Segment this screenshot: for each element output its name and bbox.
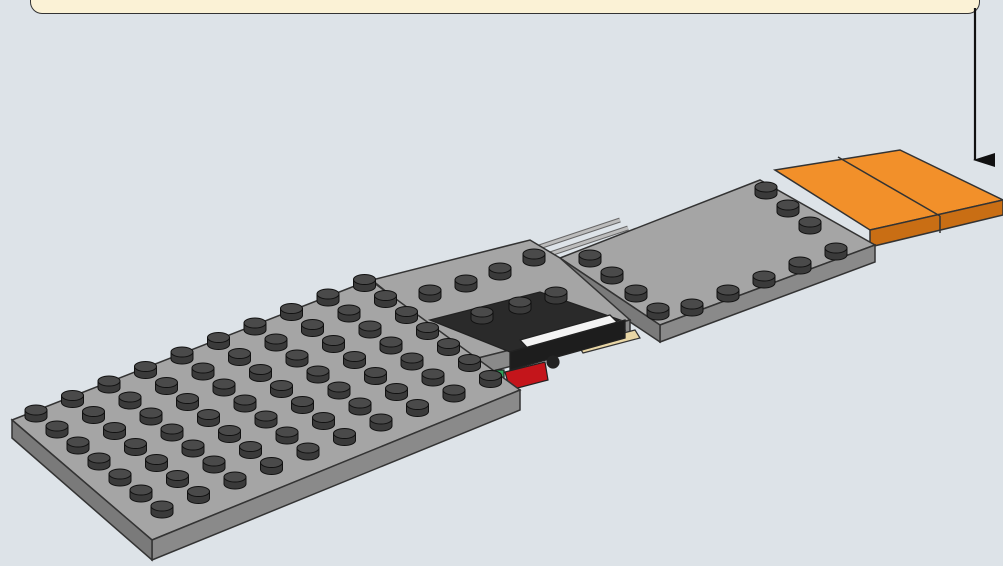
large-plate-stud	[213, 379, 235, 396]
large-plate-stud	[88, 453, 110, 470]
corner-stud	[717, 285, 739, 302]
large-plate-stud	[349, 398, 371, 415]
large-plate-stud	[344, 352, 366, 369]
large-plate-stud	[459, 355, 481, 372]
technic-stud	[471, 307, 493, 324]
large-plate-stud	[46, 421, 68, 438]
large-plate-stud	[261, 458, 283, 475]
large-plate-stud	[297, 443, 319, 460]
large-plate-stud	[119, 392, 141, 409]
large-plate-stud	[229, 349, 251, 366]
technic-stud	[545, 287, 567, 304]
large-plate-stud	[480, 371, 502, 388]
large-plate-stud	[62, 391, 84, 408]
corner-stud	[647, 303, 669, 320]
corner-stud	[681, 299, 703, 316]
large-plate-stud	[443, 385, 465, 402]
large-plate-stud	[359, 321, 381, 338]
large-plate-stud	[83, 407, 105, 424]
large-plate-stud	[401, 353, 423, 370]
large-plate-stud	[203, 456, 225, 473]
wedge-stud	[523, 249, 545, 266]
large-plate-stud	[365, 368, 387, 385]
large-plate-stud	[323, 336, 345, 353]
corner-stud	[825, 243, 847, 260]
large-plate-stud	[146, 455, 168, 472]
large-plate-stud	[302, 320, 324, 337]
large-plate-stud	[167, 471, 189, 488]
wedge-stud	[489, 263, 511, 280]
corner-stud	[579, 250, 601, 267]
large-plate-stud	[417, 323, 439, 340]
large-plate-stud	[422, 369, 444, 386]
large-plate-stud	[156, 378, 178, 395]
large-plate-stud	[307, 366, 329, 383]
large-plate-stud	[125, 439, 147, 456]
large-plate-stud	[370, 414, 392, 431]
large-plate-stud	[292, 397, 314, 414]
large-plate-stud	[234, 395, 256, 412]
large-plate-stud	[276, 427, 298, 444]
large-plate-stud	[171, 347, 193, 364]
large-plate-stud	[151, 501, 173, 518]
large-plate-stud	[109, 469, 131, 486]
large-plate-stud	[265, 334, 287, 351]
large-plate-stud	[380, 337, 402, 354]
corner-stud	[777, 200, 799, 217]
large-plate-stud	[386, 384, 408, 401]
large-plate-stud	[244, 318, 266, 335]
large-plate-stud	[161, 424, 183, 441]
large-plate-stud	[271, 381, 293, 398]
wedge-stud	[455, 275, 477, 292]
large-plate-stud	[396, 307, 418, 324]
large-plate-stud	[198, 410, 220, 427]
large-plate-stud	[188, 487, 210, 504]
large-plate-stud	[338, 305, 360, 322]
corner-stud	[753, 271, 775, 288]
corner-stud	[625, 285, 647, 302]
corner-stud	[755, 182, 777, 199]
technic-stud	[509, 297, 531, 314]
large-plate-stud	[25, 405, 47, 422]
large-plate-stud	[192, 363, 214, 380]
large-plate-stud	[98, 376, 120, 393]
large-plate-stud	[140, 408, 162, 425]
large-plate-stud	[130, 485, 152, 502]
wedge-stud	[419, 285, 441, 302]
large-plate-stud	[407, 400, 429, 417]
large-plate-stud	[334, 429, 356, 446]
large-plate-stud	[250, 365, 272, 382]
large-plate-stud	[281, 304, 303, 321]
large-plate-stud	[67, 437, 89, 454]
large-plate-stud	[286, 350, 308, 367]
large-plate-stud	[135, 362, 157, 379]
large-plate-stud	[104, 423, 126, 440]
large-plate-stud	[219, 426, 241, 443]
large-plate-stud	[182, 440, 204, 457]
corner-stud	[799, 217, 821, 234]
large-plate-stud	[177, 394, 199, 411]
large-plate-stud	[328, 382, 350, 399]
large-plate-stud	[313, 413, 335, 430]
large-plate-stud	[208, 333, 230, 350]
corner-stud	[601, 267, 623, 284]
large-plate-stud	[375, 291, 397, 308]
large-plate-stud	[255, 411, 277, 428]
large-plate-stud	[438, 339, 460, 356]
large-plate-stud	[354, 275, 376, 292]
large-plate-stud	[317, 289, 339, 306]
corner-stud	[789, 257, 811, 274]
large-plate-stud	[240, 442, 262, 459]
large-plate-stud	[224, 472, 246, 489]
